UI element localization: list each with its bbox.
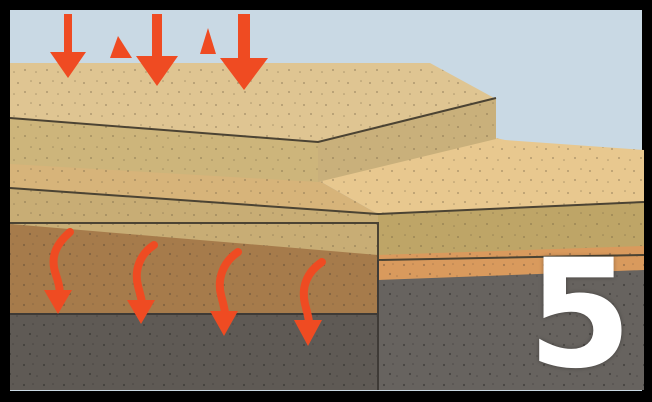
step-number-label: 5 [528,240,632,390]
